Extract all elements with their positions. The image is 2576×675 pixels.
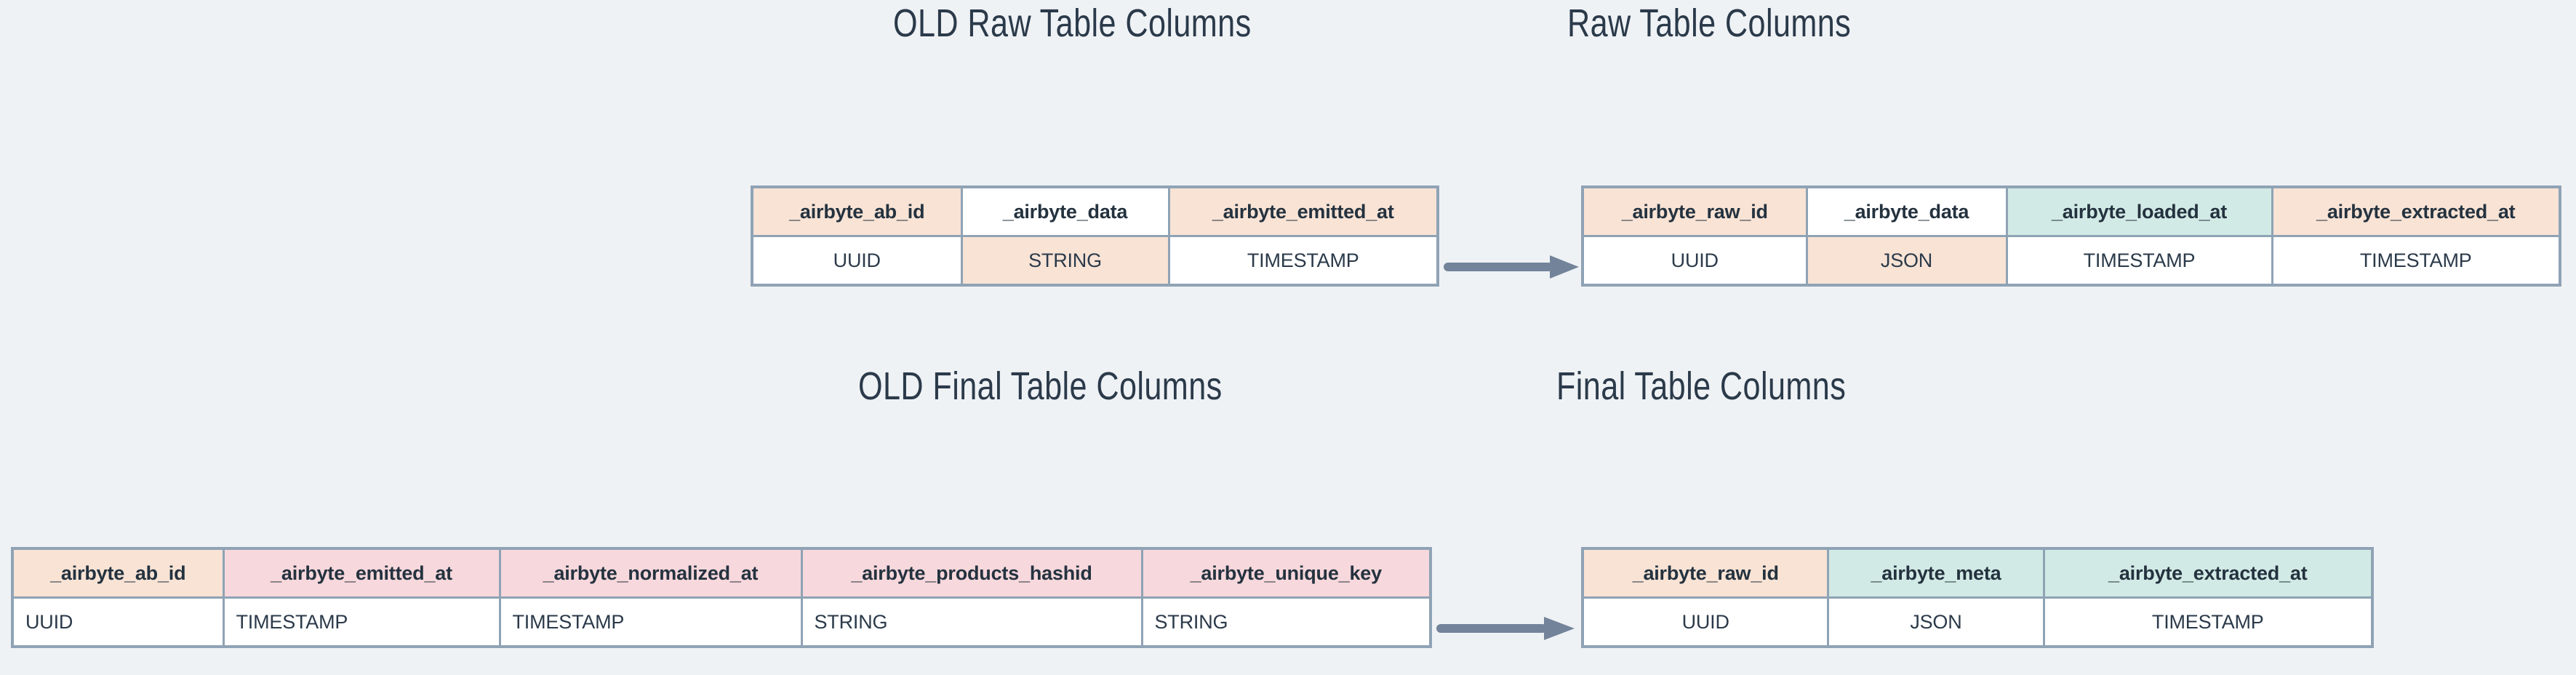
title-final-table-columns: Final Table Columns: [1556, 364, 1847, 408]
table-old-final-columns: _airbyte_ab_id_airbyte_emitted_at_airbyt…: [11, 547, 1432, 648]
table-header-row: _airbyte_raw_id_airbyte_data_airbyte_loa…: [1581, 185, 2561, 237]
column-header-cell: _airbyte_raw_id: [1581, 185, 1808, 237]
column-type-cell: JSON: [1827, 596, 2045, 648]
table-new-final-columns: _airbyte_raw_id_airbyte_meta_airbyte_ext…: [1581, 547, 2374, 648]
column-header-cell: _airbyte_loaded_at: [2005, 185, 2273, 237]
title-raw-table-columns: Raw Table Columns: [1567, 1, 1852, 45]
column-type-cell: UUID: [11, 596, 225, 648]
column-type-cell: TIMESTAMP: [2042, 596, 2374, 648]
column-type-cell: JSON: [1805, 235, 2008, 287]
column-header-cell: _airbyte_normalized_at: [498, 547, 803, 599]
column-type-cell: STRING: [800, 596, 1143, 648]
column-type-cell: STRING: [1140, 596, 1432, 648]
column-type-cell: TIMESTAMP: [2005, 235, 2273, 287]
column-header-cell: _airbyte_products_hashid: [800, 547, 1143, 599]
column-header-cell: _airbyte_meta: [1827, 547, 2045, 599]
table-header-row: _airbyte_raw_id_airbyte_meta_airbyte_ext…: [1581, 547, 2374, 599]
column-header-cell: _airbyte_ab_id: [751, 185, 963, 237]
migration-arrow-raw-icon: [1444, 255, 1579, 279]
column-type-cell: TIMESTAMP: [498, 596, 803, 648]
column-header-cell: _airbyte_ab_id: [11, 547, 225, 599]
column-header-cell: _airbyte_data: [1805, 185, 2008, 237]
column-header-cell: _airbyte_extracted_at: [2042, 547, 2374, 599]
column-header-cell: _airbyte_raw_id: [1581, 547, 1830, 599]
table-old-raw-columns: _airbyte_ab_id_airbyte_data_airbyte_emit…: [751, 185, 1439, 287]
column-type-cell: TIMESTAMP: [2271, 235, 2561, 287]
table-new-raw-columns: _airbyte_raw_id_airbyte_data_airbyte_loa…: [1581, 185, 2561, 287]
column-header-cell: _airbyte_extracted_at: [2271, 185, 2561, 237]
title-old-final-table-columns: OLD Final Table Columns: [858, 364, 1223, 408]
column-type-cell: TIMESTAMP: [222, 596, 501, 648]
column-header-cell: _airbyte_emitted_at: [222, 547, 501, 599]
column-type-cell: UUID: [1581, 235, 1808, 287]
column-type-cell: TIMESTAMP: [1167, 235, 1439, 287]
table-header-row: _airbyte_ab_id_airbyte_emitted_at_airbyt…: [11, 547, 1432, 599]
column-header-cell: _airbyte_emitted_at: [1167, 185, 1439, 237]
title-old-raw-table-columns: OLD Raw Table Columns: [893, 1, 1252, 45]
migration-arrow-final-icon: [1436, 617, 1575, 640]
column-type-cell: UUID: [1581, 596, 1830, 648]
column-type-cell: STRING: [960, 235, 1170, 287]
table-header-row: _airbyte_ab_id_airbyte_data_airbyte_emit…: [751, 185, 1439, 237]
column-header-cell: _airbyte_unique_key: [1140, 547, 1432, 599]
column-type-cell: UUID: [751, 235, 963, 287]
column-header-cell: _airbyte_data: [960, 185, 1170, 237]
